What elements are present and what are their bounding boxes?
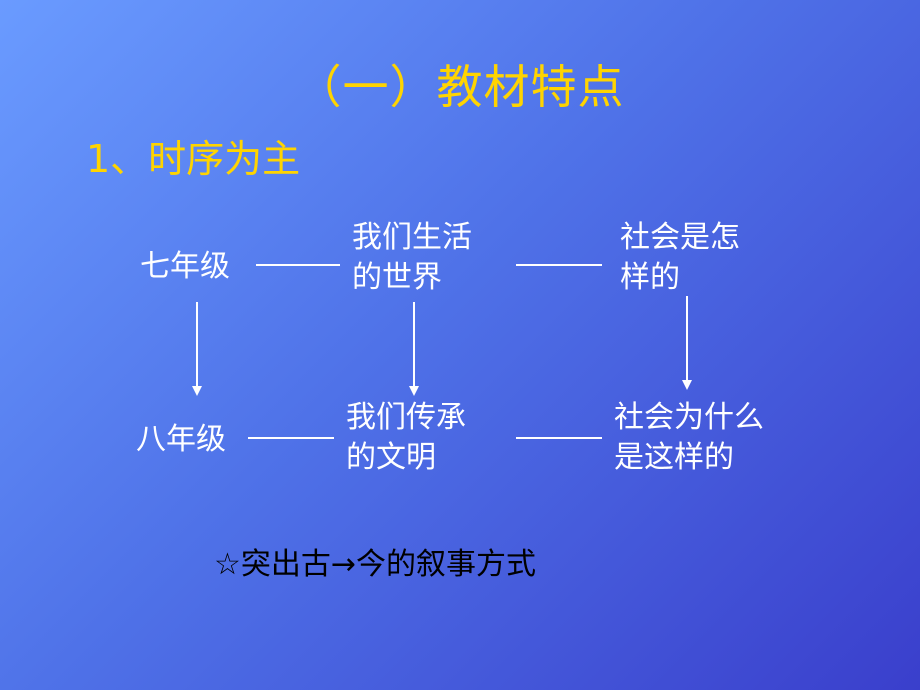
grade-7-theme-line1: 我们生活 [352,220,472,255]
grade-7-theme-line2: 的世界 [352,260,442,295]
narrative-note: ☆突出古→今的叙事方式 [214,547,537,582]
slide-subtitle: 1、时序为主 [86,137,301,181]
grade-8-question-line2: 是这样的 [614,440,734,475]
grade-8-theme-line2: 的文明 [346,440,436,475]
grade-7-question-line2: 样的 [620,260,680,295]
grade-7-label: 七年级 [140,249,230,284]
slide-title: （一）教材特点 [295,60,625,114]
grade-8-theme-line1: 我们传承 [346,400,466,435]
grade-7-question-line1: 社会是怎 [620,220,740,255]
grade-8-question-line1: 社会为什么 [614,400,764,435]
grade-8-label: 八年级 [136,422,226,457]
